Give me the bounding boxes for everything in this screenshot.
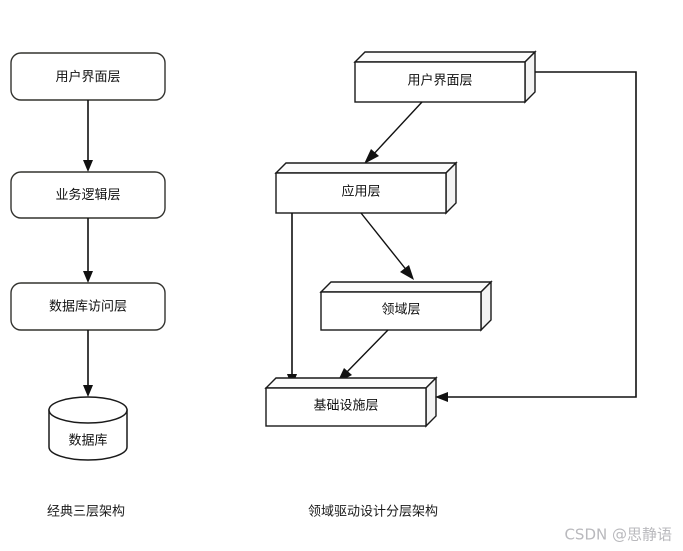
left-node-db-label: 数据库 [68,433,107,449]
cube-top-face [264,377,438,389]
right-diagram-group: 用户界面层 应用层 [264,50,637,520]
cylinder-top [48,396,128,424]
right-node-ui-label: 用户界面层 [407,73,472,89]
right-edge-app-to-infra [287,213,297,387]
right-node-dom[interactable]: 领域层 [319,280,493,332]
right-edge-dom-to-infra [337,329,389,383]
right-edge-ui-to-infra-route [435,71,637,402]
left-edge-dal-to-db [83,330,93,397]
cube-front-face [265,387,427,427]
right-node-app-label: 应用层 [341,184,380,200]
left-node-db[interactable]: 数据库 [48,396,128,461]
right-node-infra-label: 基础设施层 [313,399,378,414]
right-node-infra[interactable]: 基础设施层 [264,376,438,428]
left-node-dal[interactable]: 数据库访问层 [10,282,166,331]
left-node-biz-label: 业务逻辑层 [55,187,120,203]
right-diagram-caption: 领域驱动设计分层架构 [308,505,438,520]
cube-top-face [274,162,458,174]
left-diagram-group: 用户界面层 业务逻辑层 数据库访问层 [10,52,166,520]
left-node-ui[interactable]: 用户界面层 [10,52,166,101]
cube-front-face [320,291,482,331]
cube-front-face [275,172,447,214]
csdn-watermark: CSDN @思静语 [564,526,672,544]
left-edge-ui-to-biz [83,100,93,172]
left-node-dal-label: 数据库访问层 [49,299,127,315]
right-node-ui[interactable]: 用户界面层 [353,50,537,104]
cube-top-face [319,281,493,293]
right-node-dom-label: 领域层 [381,303,420,318]
cylinder-body [48,409,128,461]
left-node-ui-label: 用户界面层 [55,69,120,85]
right-edge-app-to-dom [360,212,414,280]
cube-front-face [354,61,526,103]
right-edge-ui-to-app [364,101,423,164]
cube-top-face [353,51,537,63]
left-diagram-caption: 经典三层架构 [47,505,125,520]
right-node-app[interactable]: 应用层 [274,161,458,215]
left-edge-biz-to-dal [83,218,93,283]
left-node-biz[interactable]: 业务逻辑层 [10,171,166,219]
